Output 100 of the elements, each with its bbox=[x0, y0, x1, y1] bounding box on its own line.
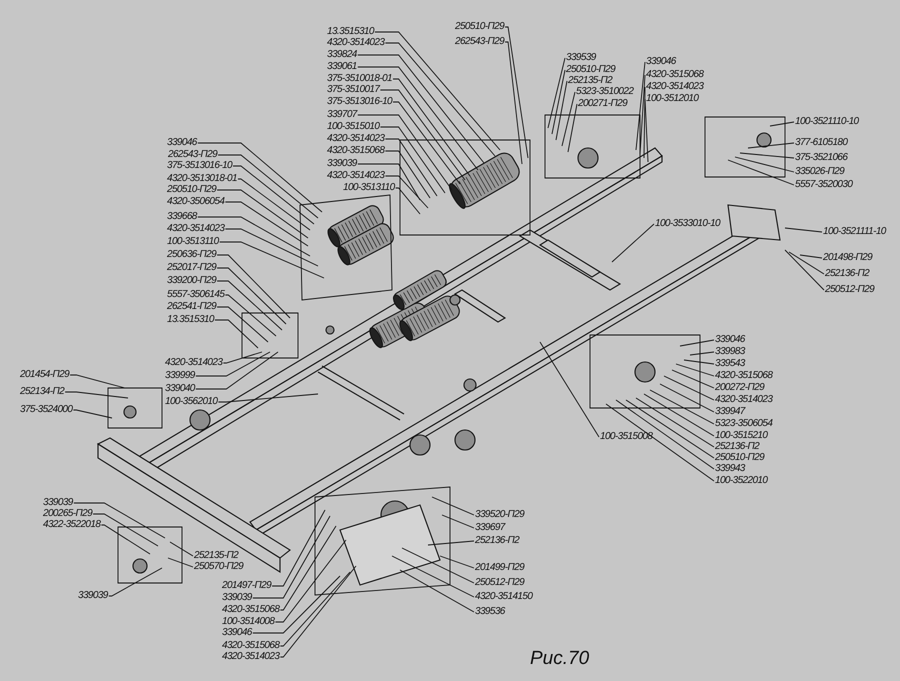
part-number: 252136-П2 bbox=[825, 268, 870, 280]
part-number: 339983 bbox=[715, 346, 745, 358]
leader-line bbox=[636, 398, 714, 448]
part-number: 100-3562010 bbox=[165, 396, 218, 408]
leader-line bbox=[280, 572, 350, 646]
leader-line bbox=[548, 58, 566, 128]
leader-line bbox=[380, 126, 446, 194]
part-number: 250512-П29 bbox=[475, 577, 524, 589]
part-number: 100-3515008 bbox=[600, 431, 652, 443]
leader-line bbox=[428, 540, 474, 546]
part-number: 201454-П29 bbox=[20, 369, 70, 381]
part-number: 4320-3514023 bbox=[327, 133, 384, 145]
part-number: 339999 bbox=[165, 370, 195, 382]
leader-line bbox=[100, 524, 150, 554]
leader-line bbox=[612, 224, 654, 262]
part-number: 4320-3514023 bbox=[715, 394, 772, 406]
part-number: 250510-П29 bbox=[715, 452, 764, 464]
leader-line bbox=[384, 150, 430, 198]
leader-line bbox=[214, 320, 258, 348]
leader-line bbox=[280, 526, 336, 610]
part-number: 339039 bbox=[78, 590, 108, 602]
leader-line bbox=[64, 392, 128, 398]
part-number: 200265-П29 bbox=[43, 508, 92, 520]
leader-line bbox=[392, 556, 474, 598]
part-number: 339943 bbox=[715, 463, 745, 475]
leader-line bbox=[784, 250, 824, 290]
leader-line bbox=[644, 394, 714, 436]
leader-line bbox=[395, 188, 420, 214]
part-number: 250510-П29 bbox=[167, 184, 216, 196]
leader-line bbox=[224, 228, 318, 266]
leader-line bbox=[224, 294, 276, 336]
leader-line bbox=[222, 352, 262, 364]
leader-line bbox=[197, 216, 310, 256]
part-number: 4320-3514023 bbox=[222, 651, 280, 663]
part-number: 262543-П29 bbox=[168, 149, 218, 161]
part-number: 100-3521111-10 bbox=[823, 226, 886, 238]
part-number: 13.3515310 bbox=[167, 314, 214, 326]
leader-line bbox=[357, 54, 484, 164]
leader-line bbox=[274, 540, 346, 622]
leader-line bbox=[357, 114, 452, 190]
leader-line bbox=[734, 156, 794, 172]
leader-line bbox=[252, 576, 340, 634]
part-number: 100-3513110 bbox=[343, 182, 395, 194]
leader-line bbox=[562, 92, 576, 146]
part-number: 4320-3514023 bbox=[167, 223, 224, 235]
leader-line bbox=[218, 394, 318, 402]
leader-line bbox=[195, 352, 270, 376]
part-number: 339200-П29 bbox=[167, 275, 216, 287]
leader-line bbox=[92, 514, 158, 546]
leader-line bbox=[800, 254, 822, 258]
leader-line bbox=[728, 160, 794, 186]
leader-line bbox=[216, 280, 282, 330]
part-number: 339046 bbox=[167, 137, 197, 149]
part-number: 250512-П29 bbox=[825, 284, 874, 296]
leader-line bbox=[644, 86, 646, 158]
part-number: 339046 bbox=[222, 627, 252, 639]
leader-line bbox=[384, 176, 428, 208]
leader-line bbox=[650, 390, 714, 424]
part-number: 339040 bbox=[165, 383, 195, 395]
part-number: 100-3514008 bbox=[222, 616, 274, 628]
part-number: 339039 bbox=[327, 158, 357, 170]
leader-line bbox=[216, 190, 308, 238]
leader-line bbox=[380, 90, 466, 180]
leader-line bbox=[216, 254, 290, 318]
leader-line bbox=[626, 400, 714, 458]
leader-line bbox=[644, 98, 648, 162]
part-number: 339520-П29 bbox=[475, 509, 524, 521]
leader-line bbox=[504, 26, 528, 158]
part-number: 262541-П29 bbox=[167, 301, 216, 313]
part-number: 252135-П2 bbox=[568, 75, 612, 87]
part-number: 250510-П29 bbox=[566, 64, 616, 76]
part-number: 339697 bbox=[475, 522, 505, 534]
part-number: 339707 bbox=[327, 109, 357, 121]
leader-line bbox=[357, 66, 478, 170]
part-number: 252017-П29 bbox=[167, 262, 216, 274]
leader-line bbox=[636, 62, 646, 150]
leader-line bbox=[216, 306, 268, 342]
leader-line bbox=[606, 404, 714, 482]
leader-line bbox=[170, 542, 194, 556]
leader-line bbox=[70, 374, 126, 388]
part-number: 4320-3514023 bbox=[327, 170, 384, 182]
leader-line bbox=[280, 566, 356, 658]
part-number: 375-3521066 bbox=[795, 152, 848, 164]
part-number: 339046 bbox=[715, 334, 745, 346]
part-number: 4320-3515068 bbox=[222, 604, 280, 616]
part-number: 252134-П2 bbox=[20, 386, 64, 398]
leader-line bbox=[218, 154, 318, 218]
part-number: 339061 bbox=[327, 61, 357, 73]
part-number: 339046 bbox=[646, 56, 676, 68]
part-number: 200272-П29 bbox=[715, 382, 764, 394]
leader-line bbox=[238, 178, 310, 230]
part-number: 100-3515010 bbox=[327, 121, 380, 133]
figure-caption: Рис.70 bbox=[530, 648, 590, 670]
leader-line bbox=[400, 570, 474, 612]
part-number: 4320-3515068 bbox=[715, 370, 772, 382]
part-number: 201499-П29 bbox=[475, 562, 524, 574]
leader-line bbox=[195, 352, 278, 390]
leader-line bbox=[440, 556, 474, 568]
part-number: 339543 bbox=[715, 358, 745, 370]
leader-line bbox=[504, 42, 522, 164]
